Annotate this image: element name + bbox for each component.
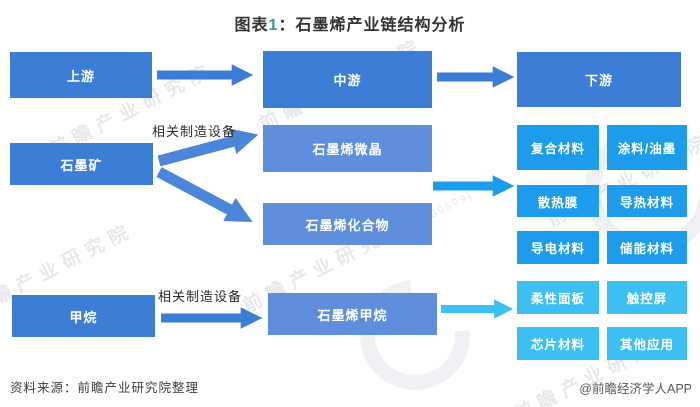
label-manufacturing-equipment-row2: 相关制造设备 (152, 124, 237, 139)
credit-note: @前瞻经济学人APP (579, 382, 692, 396)
arrow-graphite-to-microcrystal (157, 128, 259, 167)
node-graphene-methane: 石墨烯甲烷 (268, 293, 437, 335)
source-note: 资料来源：前瞻产业研究院整理 (10, 381, 200, 395)
app-flexible-panel: 柔性面板 (517, 281, 599, 314)
arrow-graphite-to-compound (156, 167, 253, 222)
node-downstream: 下游 (517, 52, 681, 107)
figure-title-prefix: 图表 (234, 17, 269, 34)
app-other-applications: 其他应用 (607, 327, 687, 360)
app-energy-storage-materials: 储能材料 (607, 231, 687, 264)
node-methane: 甲烷 (12, 295, 155, 337)
figure-title-text: ：石墨烯产业链结构分析 (278, 17, 466, 34)
node-upstream: 上游 (10, 52, 152, 98)
label-manufacturing-equipment-row3: 相关制造设备 (158, 289, 243, 304)
figure-title: 图表1：石墨烯产业链结构分析 (0, 11, 700, 35)
app-conductive-materials: 导电材料 (517, 231, 599, 264)
app-coatings-inks: 涂料/油墨 (607, 125, 687, 170)
node-graphene-microcrystal: 石墨烯微晶 (263, 125, 432, 172)
node-graphite-ore: 石墨矿 (10, 143, 153, 185)
app-thermal-materials: 导热材料 (607, 185, 687, 217)
app-heat-dissipation-film: 散热膜 (517, 185, 599, 217)
app-chip-materials: 芯片材料 (517, 327, 599, 360)
app-composite-materials: 复合材料 (517, 125, 599, 170)
node-graphene-compound: 石墨烯化合物 (263, 203, 432, 245)
node-midstream: 中游 (263, 51, 432, 108)
app-touch-screen: 触控屏 (607, 281, 687, 314)
figure-title-number: 1 (268, 17, 279, 34)
